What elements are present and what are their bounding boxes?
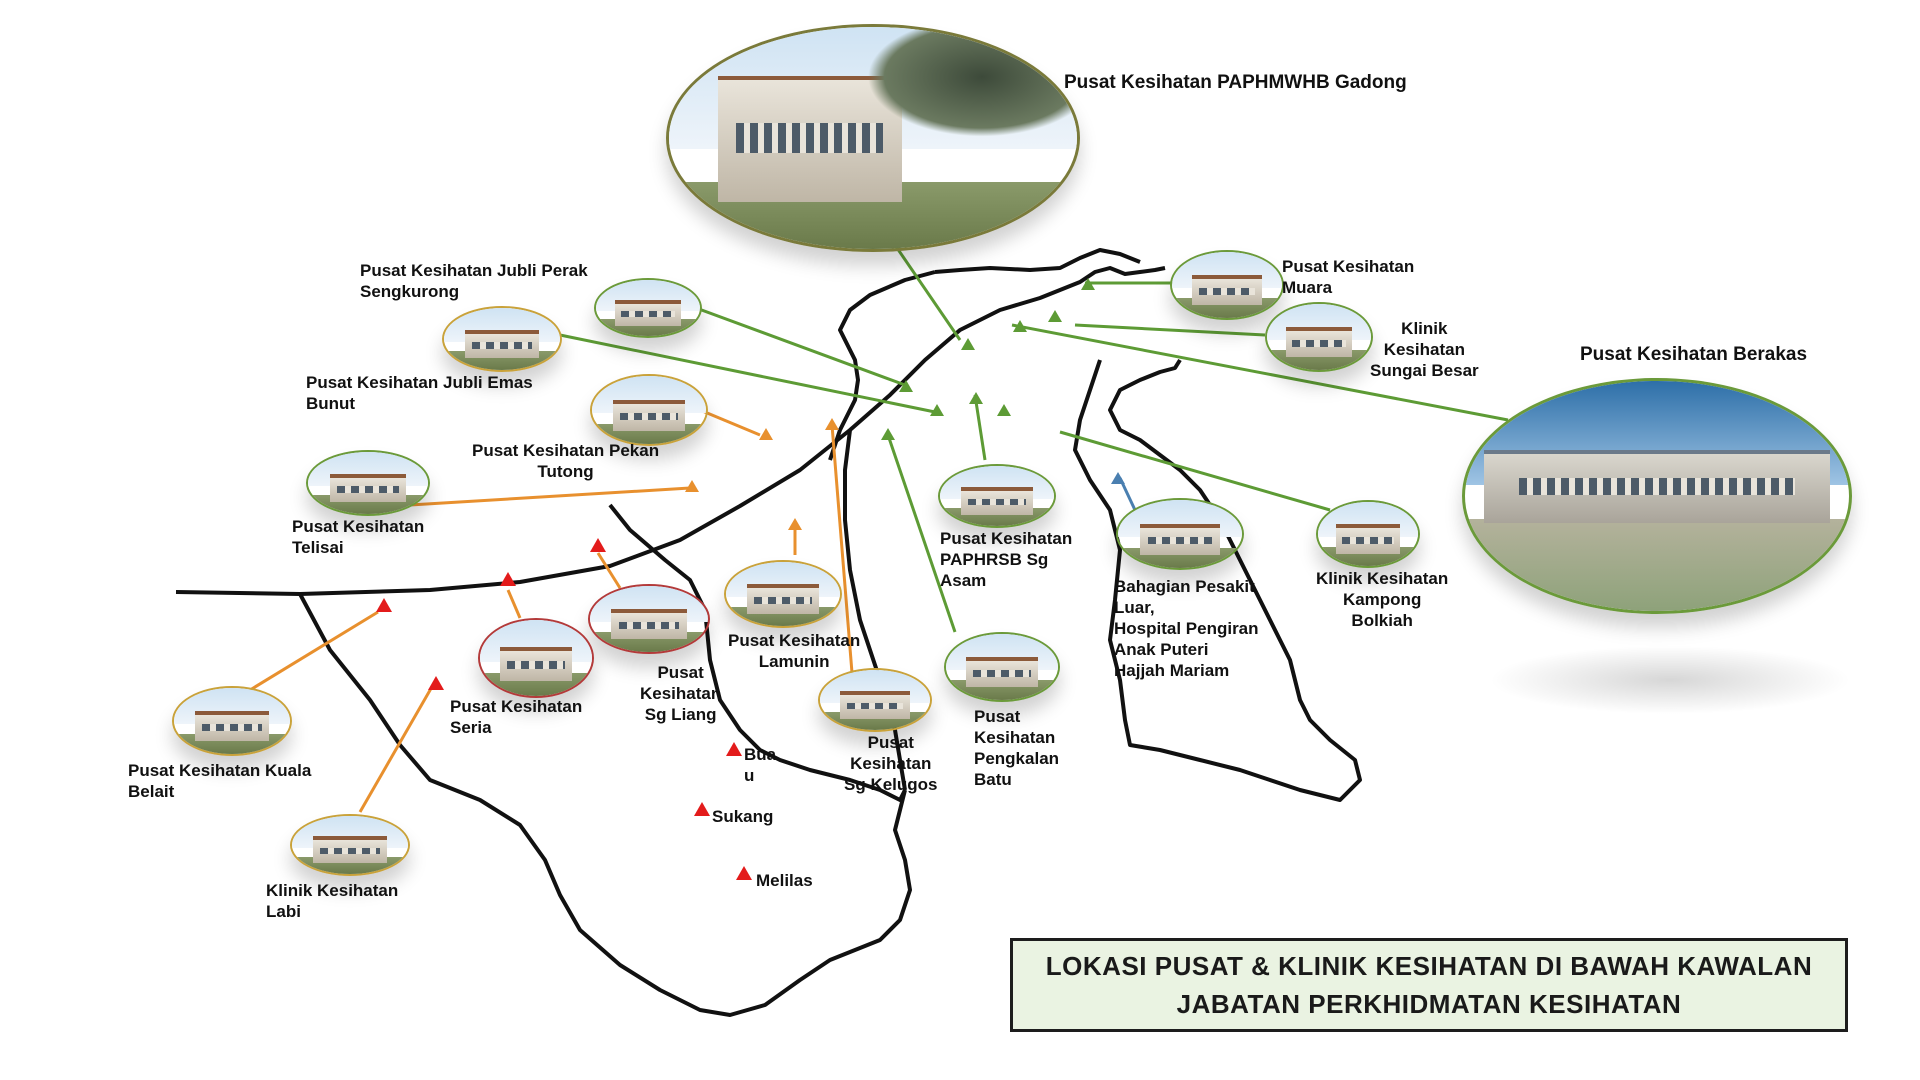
belait-tutong-border	[608, 503, 907, 802]
title-line-1: LOKASI PUSAT & KLINIK KESIHATAN DI BAWAH…	[1045, 951, 1813, 981]
photo-muara	[1170, 250, 1284, 320]
green-markers	[881, 278, 1095, 440]
label-gadong: Pusat Kesihatan PAPHMWHB Gadong	[1064, 72, 1407, 93]
green-connectors	[559, 244, 1509, 633]
photo-bolkiah	[1316, 500, 1420, 568]
label-sg-kelugos: Pusat Kesihatan Sg Kelugos	[844, 733, 938, 794]
photo-kuala-belait	[172, 686, 292, 756]
blue-marker	[1111, 472, 1125, 484]
photo-pekan-tutong	[590, 374, 708, 446]
photo-sg-kelugos	[818, 668, 932, 732]
photo-berakas	[1462, 378, 1852, 614]
photo-jubli-emas	[442, 306, 562, 372]
western-district-outline	[298, 593, 912, 1017]
coastline	[175, 266, 1166, 596]
red-markers	[376, 538, 752, 880]
label-kuala-belait: Pusat Kesihatan Kuala Belait	[128, 761, 312, 801]
tutong-brunei-border	[828, 270, 936, 461]
photo-jubli-perak	[594, 278, 702, 338]
photo-labi	[290, 814, 410, 876]
photo-hospital-pengiran	[1116, 498, 1244, 570]
label-hospital-pengiran: Bahagian Pesakit Luar, Hospital Pengiran…	[1114, 577, 1259, 680]
map-title-box: LOKASI PUSAT & KLINIK KESIHATAN DI BAWAH…	[1010, 938, 1848, 1032]
label-sukang: Sukang	[712, 807, 774, 826]
label-sg-asam: Pusat Kesihatan PAPHRSB Sg Asam	[940, 529, 1073, 590]
orange-markers	[685, 418, 839, 530]
title-line-2: JABATAN PERKHIDMATAN KESIHATAN	[1176, 989, 1682, 1019]
label-labi: Klinik Kesihatan Labi	[266, 881, 399, 921]
photo-sungai-besar	[1265, 302, 1373, 372]
label-melilas: Melilas	[756, 871, 813, 890]
label-seria: Pusat Kesihatan Seria	[450, 697, 583, 737]
label-buau: Bua u	[744, 745, 777, 785]
brunei-muara-outline	[934, 248, 1141, 274]
photo-lamunin	[724, 560, 842, 628]
photo-seria	[478, 618, 594, 698]
label-sungai-besar: Klinik Kesihatan Sungai Besar	[1370, 319, 1479, 380]
label-jubli-emas: Pusat Kesihatan Jubli Emas Bunut	[306, 373, 533, 413]
label-berakas: Pusat Kesihatan Berakas	[1580, 344, 1808, 365]
photo-sg-liang	[588, 584, 710, 654]
label-jubli-perak: Pusat Kesihatan Jubli Perak Sengkurong	[360, 261, 588, 301]
photo-telisai	[306, 450, 430, 516]
photo-gadong	[666, 24, 1080, 252]
label-pengkalan-batu: Pusat Kesihatan Pengkalan Batu	[974, 707, 1060, 789]
label-telisai: Pusat Kesihatan Telisai	[292, 517, 425, 557]
photo-pengkalan-batu	[944, 632, 1060, 702]
berakas-shadow	[1490, 646, 1850, 714]
label-muara: Pusat Kesihatan Muara	[1282, 257, 1415, 297]
label-pekan-tutong: Pusat Kesihatan Pekan Tutong	[472, 441, 660, 481]
photo-sg-asam	[938, 464, 1056, 528]
label-sg-liang: Pusat Kesihatan Sg Liang	[640, 663, 722, 724]
label-bolkiah: Klinik Kesihatan Kampong Bolkiah	[1316, 569, 1449, 630]
label-lamunin: Pusat Kesihatan Lamunin	[728, 631, 861, 671]
orange-connectors	[249, 408, 857, 813]
